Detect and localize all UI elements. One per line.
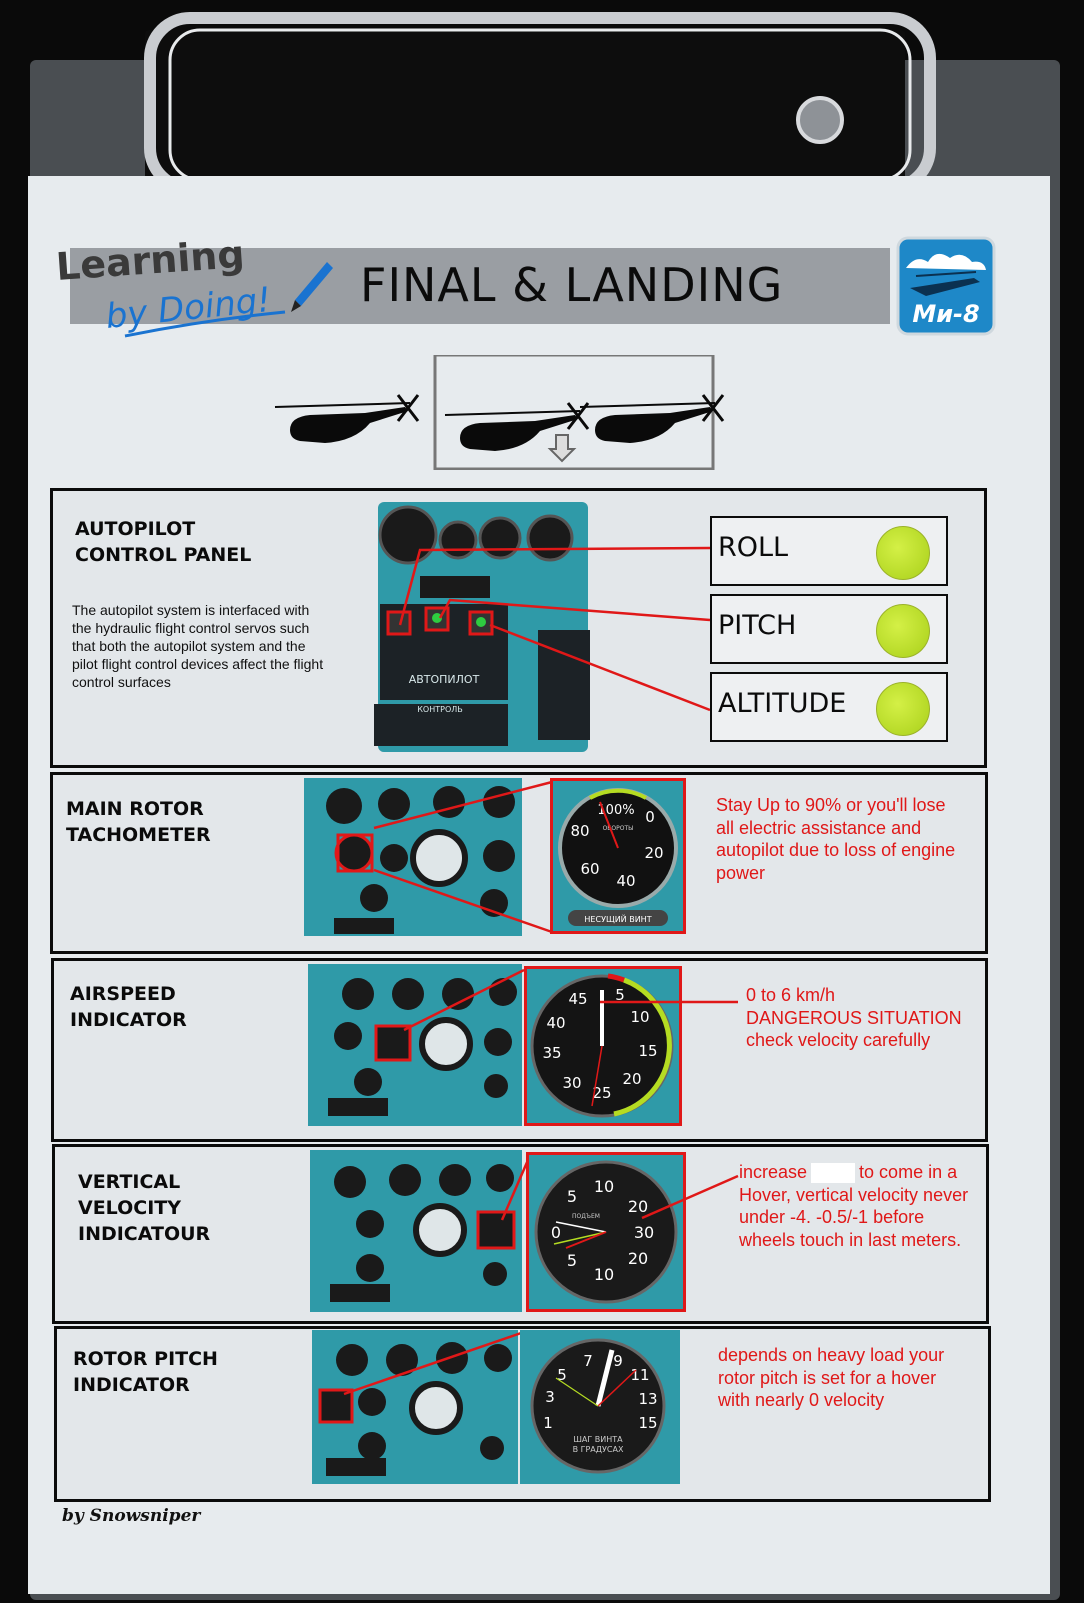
svg-text:15: 15 [638, 1414, 657, 1432]
note-line: 0 to 6 km/h [746, 985, 836, 1005]
svg-text:Learning: Learning [55, 240, 246, 289]
svg-text:НЕСУЩИЙ ВИНТ: НЕСУЩИЙ ВИНТ [584, 913, 651, 924]
section-title: VERTICAL VELOCITY INDICATOUR [78, 1171, 211, 1245]
rotorpitch-callout-lines [343, 1330, 525, 1396]
section-title: ROTOR PITCH INDICATOR [73, 1348, 218, 1396]
svg-text:10: 10 [594, 1177, 614, 1196]
svg-text:11: 11 [630, 1366, 649, 1384]
rotorpitch-note: depends on heavy load your rotor pitch i… [718, 1345, 945, 1410]
light-label: ROLL [718, 532, 789, 563]
note-text: increase [739, 1162, 808, 1182]
autopilot-callout-lines [398, 546, 711, 712]
svg-text:5: 5 [615, 986, 625, 1004]
svg-text:Ми-8: Ми-8 [912, 300, 979, 328]
svg-text:40: 40 [546, 1014, 565, 1032]
tachometer-callout-lines [373, 780, 553, 934]
mi8-badge-icon: Ми-8 [896, 236, 996, 336]
section-title: MAIN ROTOR TACHOMETER [66, 798, 211, 846]
svg-text:25: 25 [592, 1084, 611, 1102]
altitude-indicator: ALTITUDE [710, 672, 948, 742]
section-description: The autopilot system is interfaced with … [72, 602, 324, 690]
light-label: ALTITUDE [718, 688, 847, 719]
svg-text:В ГРАДУСАХ: В ГРАДУСАХ [573, 1445, 624, 1454]
rotor-pitch-gauge: 5 7 9 11 3 13 1 15 ШАГ ВИНТА В ГРАДУСАХ [520, 1330, 680, 1484]
note-text: to come in a Hover, vertical velocity ne… [739, 1162, 969, 1250]
status-lamp [876, 604, 930, 658]
helicopter-icon [579, 394, 725, 443]
svg-text:100%: 100% [597, 803, 634, 818]
airspeed-gauge: 45 5 40 10 35 15 30 20 25 [524, 966, 682, 1126]
status-lamp [876, 682, 930, 736]
learning-by-doing-logo: Learning by Doing! [55, 240, 333, 338]
svg-text:5: 5 [557, 1366, 567, 1384]
svg-text:КОНТРОЛЬ: КОНТРОЛЬ [417, 705, 463, 714]
svg-text:АВТОПИЛОТ: АВТОПИЛОТ [409, 673, 480, 686]
helicopter-icon [274, 394, 420, 443]
svg-text:ПОДЪЕМ: ПОДЪЕМ [572, 1213, 600, 1220]
vertical-callout-pointer [641, 1174, 739, 1220]
svg-text:ОБОРОТЫ: ОБОРОТЫ [603, 825, 634, 832]
svg-text:40: 40 [616, 872, 635, 890]
svg-text:20: 20 [644, 844, 663, 862]
svg-text:0: 0 [645, 808, 655, 826]
pitch-indicator: PITCH [710, 594, 948, 664]
svg-text:10: 10 [630, 1008, 649, 1026]
svg-text:60: 60 [580, 860, 599, 878]
airspeed-callout-pointer [600, 1000, 738, 1004]
svg-text:30: 30 [562, 1074, 581, 1092]
svg-text:5: 5 [567, 1187, 577, 1206]
light-label: PITCH [718, 610, 797, 641]
svg-text:0: 0 [551, 1223, 561, 1242]
svg-text:1: 1 [543, 1414, 553, 1432]
cockpit-panel-image [312, 1330, 518, 1484]
cockpit-panel-image [310, 1150, 522, 1312]
svg-text:30: 30 [634, 1223, 654, 1242]
svg-text:by Doing!: by Doing! [104, 280, 273, 337]
down-arrow-icon [547, 434, 577, 463]
svg-text:35: 35 [542, 1044, 561, 1062]
airspeed-callout-lines [403, 968, 525, 1032]
note-line: check velocity carefully [746, 1030, 931, 1050]
helicopter-approach-diagram [274, 355, 725, 470]
section-title: AIRSPEED INDICATOR [70, 983, 187, 1031]
tachometer-note: Stay Up to 90% or you'll lose all electr… [716, 795, 956, 883]
note-line: DANGEROUS SITUATION [746, 1007, 962, 1028]
tachometer-gauge: 100% 80 0 60 20 40 ОБОРОТЫ НЕСУЩИЙ ВИНТ [550, 778, 686, 934]
header-bar [70, 248, 890, 324]
svg-text:20: 20 [622, 1070, 641, 1088]
svg-text:ШАГ ВИНТА: ШАГ ВИНТА [573, 1435, 623, 1444]
redacted-box [811, 1163, 856, 1184]
svg-text:13: 13 [638, 1390, 657, 1408]
author-signature: by Snowsniper [62, 1506, 201, 1526]
vertical-callout-lines [500, 1159, 530, 1221]
cockpit-panel-image [308, 964, 522, 1126]
page-title: FINAL & LANDING [360, 258, 784, 312]
svg-text:9: 9 [613, 1352, 623, 1370]
svg-text:10: 10 [594, 1265, 614, 1284]
svg-text:20: 20 [628, 1197, 648, 1216]
svg-text:3: 3 [545, 1388, 555, 1406]
roll-indicator: ROLL [710, 516, 948, 586]
svg-text:7: 7 [583, 1352, 593, 1370]
status-lamp [876, 526, 930, 580]
svg-text:45: 45 [568, 990, 587, 1008]
vertical-velocity-gauge: 5 10 20 0 30 5 10 20 ПОДЪЕМ [526, 1152, 686, 1312]
svg-text:5: 5 [567, 1251, 577, 1270]
svg-text:80: 80 [570, 822, 589, 840]
svg-text:15: 15 [638, 1042, 657, 1060]
section-title: AUTOPILOT CONTROL PANEL [75, 518, 252, 566]
airspeed-note: 0 to 6 km/h DANGEROUS SITUATION check ve… [746, 984, 976, 1052]
svg-text:20: 20 [628, 1249, 648, 1268]
